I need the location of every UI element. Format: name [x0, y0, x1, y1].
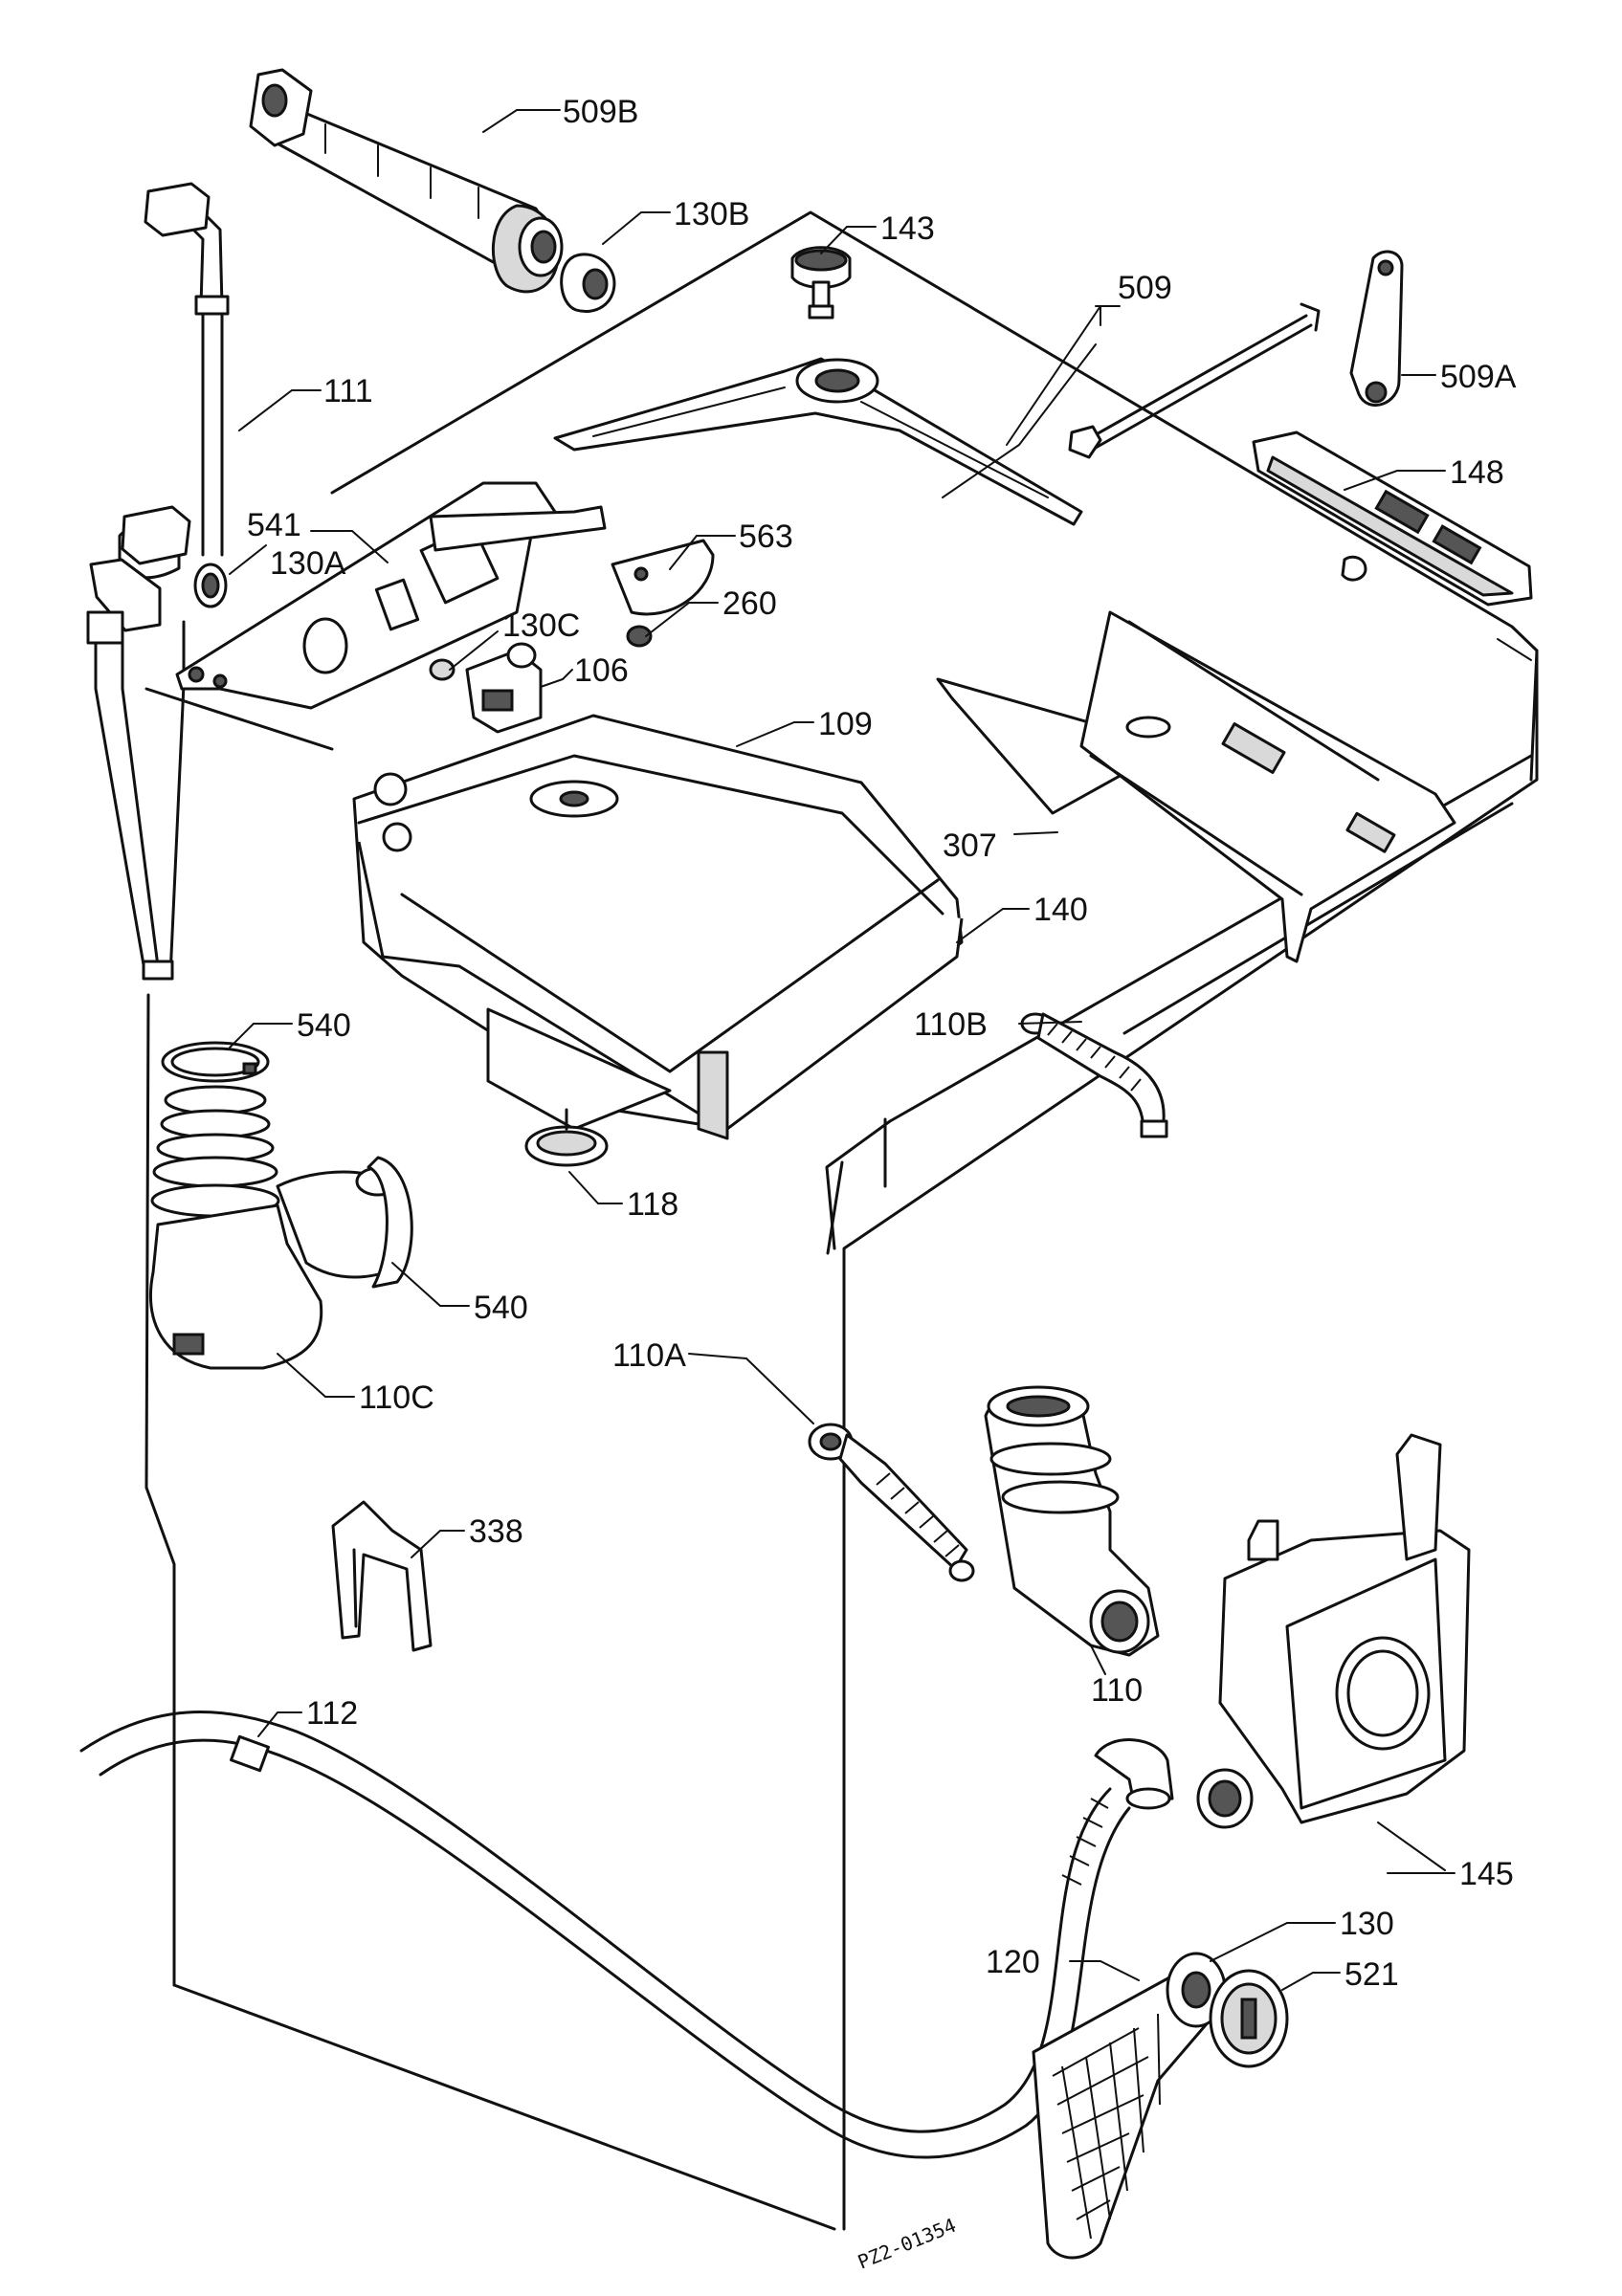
pump-145 [1196, 1433, 1471, 1829]
label-143: 143 [880, 210, 935, 247]
hose-110c [149, 1085, 409, 1370]
elbow-110 [984, 1385, 1160, 1657]
inlet-hose-111 [86, 182, 230, 981]
cap-521 [1209, 1969, 1289, 2068]
label-106: 106 [574, 652, 629, 689]
label-110a: 110A [612, 1337, 686, 1374]
rod-509 [1068, 302, 1321, 459]
spring-260 [626, 625, 653, 648]
label-307: 307 [943, 828, 997, 864]
label-109: 109 [818, 706, 873, 742]
label-130c: 130C [502, 607, 580, 644]
dispenser-housing-109 [352, 714, 964, 1140]
label-120: 120 [986, 1944, 1040, 1980]
drawer-307 [936, 610, 1456, 963]
drain-hose-112 [79, 1711, 1174, 2159]
label-110b: 110B [914, 1006, 988, 1043]
drawer-handle-148 [1252, 430, 1533, 607]
label-111: 111 [323, 373, 373, 409]
label-140: 140 [1033, 892, 1088, 928]
lever-509 [553, 357, 1083, 526]
nut-130b [560, 253, 616, 313]
label-260: 260 [722, 585, 777, 622]
reference-number: PZ2-01354 [855, 2214, 959, 2274]
label-118: 118 [627, 1186, 678, 1223]
label-112: 112 [306, 1695, 358, 1732]
label-563: 563 [739, 519, 793, 555]
label-130a: 130A [270, 545, 346, 582]
clamp-540-lower [367, 1156, 413, 1289]
hose-110a [808, 1423, 975, 1582]
cam-563 [611, 539, 715, 616]
label-509: 509 [1118, 270, 1172, 306]
leader-lines [229, 109, 1455, 1991]
knob-143 [790, 246, 852, 320]
clip-338 [331, 1500, 433, 1652]
label-541: 541 [247, 507, 301, 543]
label-130b: 130B [674, 196, 749, 232]
label-540-top: 540 [297, 1007, 351, 1044]
impeller-118 [524, 1108, 609, 1167]
seal-130a [193, 563, 228, 608]
label-148: 148 [1450, 454, 1504, 491]
bracket-509a [1349, 250, 1404, 407]
label-540-lower: 540 [474, 1290, 528, 1326]
label-110: 110 [1091, 1672, 1143, 1709]
label-110c: 110C [359, 1380, 434, 1416]
hose-110b [1020, 1012, 1168, 1138]
label-509b: 509B [563, 94, 638, 130]
label-521: 521 [1344, 1956, 1399, 1993]
label-338: 338 [469, 1513, 523, 1550]
clamp-540-top [161, 1041, 270, 1083]
filter-120 [1032, 1969, 1218, 2260]
label-130: 130 [1340, 1906, 1394, 1942]
inlet-pipe-509b [249, 68, 564, 294]
label-509a: 509A [1440, 359, 1517, 395]
label-145: 145 [1459, 1856, 1514, 1892]
cabinet-outline [144, 210, 1539, 2231]
bracket-541 [175, 481, 607, 710]
valve-130c-106 [429, 642, 543, 734]
